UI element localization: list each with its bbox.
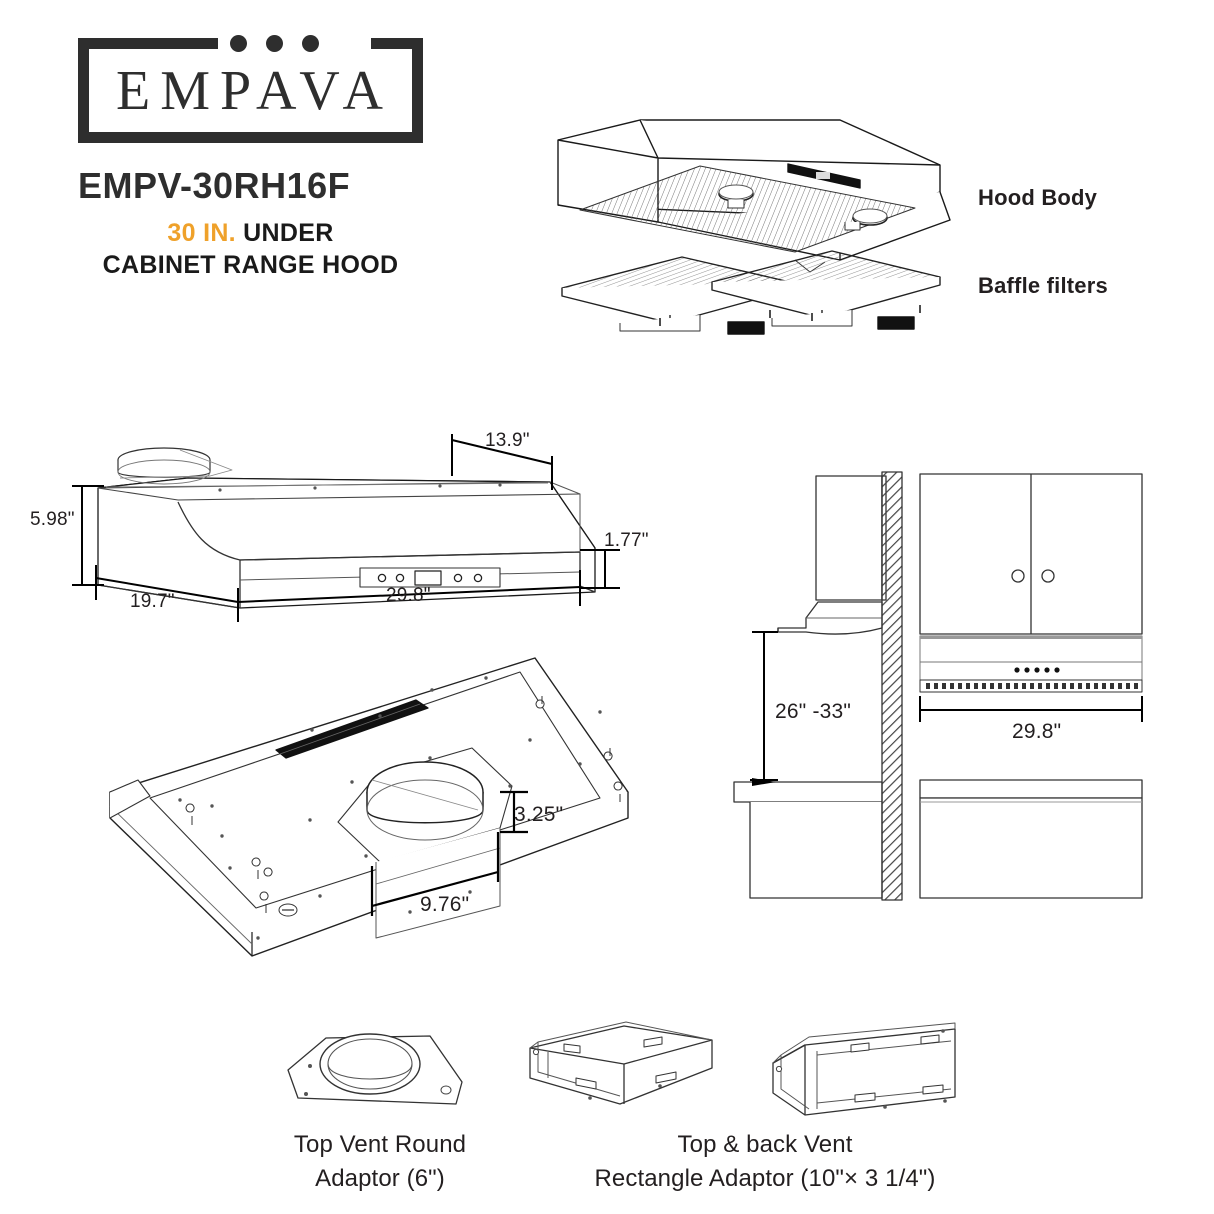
dim-line-bottom <box>95 565 581 622</box>
logo-frame-left <box>78 38 89 143</box>
hood-body-shape <box>557 119 951 273</box>
baffle-grille-strip <box>919 679 1143 693</box>
brand-title-block: EMPAVA EMPV-30RH16F 30 IN. UNDER CABINET… <box>78 35 498 281</box>
accessory-rect-adaptor-drawing-1 <box>520 1020 720 1110</box>
product-model-number: EMPV-30RH16F <box>78 165 351 206</box>
label-baffle-filters: Baffle filters <box>978 273 1108 298</box>
dim-line-front-band <box>580 549 620 589</box>
dim-line-depth-top <box>451 434 553 490</box>
dim-width: 29.8" <box>386 585 431 606</box>
dim-front-band: 1.77" <box>604 530 649 551</box>
dim-line-mounting-height <box>750 631 778 786</box>
caption-round-line1: Top Vent Round <box>293 1131 467 1158</box>
caption-rect-adaptor: Top & back Vent Rectangle Adaptor (10"× … <box>545 1128 985 1196</box>
baffle-filter-2 <box>711 250 941 330</box>
product-subtitle-line2: CABINET RANGE HOOD <box>102 251 399 279</box>
accessory-round-adaptor-drawing <box>280 1020 470 1120</box>
dim-vent-height: 3.25" <box>514 803 564 826</box>
logo-frame-top-left <box>78 38 218 49</box>
dim-height: 5.98" <box>30 509 75 530</box>
front-elevation-view <box>919 473 1143 899</box>
product-size-highlight: 30 IN. <box>167 219 236 247</box>
dim-depth: 19.7" <box>130 591 175 612</box>
dim-line-cabinet-width <box>919 696 1143 722</box>
hood-dimension-shape <box>97 447 596 609</box>
logo-frame-top-right <box>371 38 423 49</box>
logo-frame-right <box>412 38 423 143</box>
dim-vent-width: 9.76" <box>420 893 470 916</box>
caption-round-line2: Adaptor (6") <box>315 1165 445 1193</box>
label-hood-body: Hood Body <box>978 185 1098 210</box>
empava-logo: EMPAVA <box>78 35 423 143</box>
caption-rect-line1: Top & back Vent <box>677 1131 853 1158</box>
logo-dot-2 <box>266 35 283 52</box>
dim-cabinet-width: 29.8" <box>1012 720 1062 743</box>
logo-wordmark: EMPAVA <box>116 59 393 122</box>
logo-dot-3 <box>302 35 319 52</box>
installation-view-diagram <box>730 450 1180 920</box>
caption-round-adaptor: Top Vent Round Adaptor (6") <box>240 1128 520 1196</box>
dim-line-vent-width <box>370 832 500 916</box>
dim-line-height <box>72 485 104 586</box>
dim-depth-top: 13.9" <box>485 430 530 451</box>
control-dots <box>1014 667 1060 673</box>
product-subtitle: 30 IN. UNDER CABINET RANGE HOOD <box>78 217 423 281</box>
logo-dots-icon <box>230 35 370 52</box>
accessory-rect-adaptor-drawing-2 <box>765 1015 965 1125</box>
product-subtitle-rest: UNDER <box>243 219 334 247</box>
side-section-view <box>733 471 903 901</box>
dim-mounting-height: 26" -33" <box>775 700 852 723</box>
caption-rect-line2: Rectangle Adaptor (10"× 3 1/4") <box>594 1165 936 1193</box>
underside-view-diagram <box>80 620 680 957</box>
control-panel <box>359 567 501 588</box>
logo-dot-1 <box>230 35 247 52</box>
dimension-view-diagram <box>60 420 680 622</box>
logo-frame-bottom <box>78 132 423 143</box>
dim-line-vent-height <box>500 790 528 834</box>
exploded-view-diagram <box>540 110 1160 340</box>
